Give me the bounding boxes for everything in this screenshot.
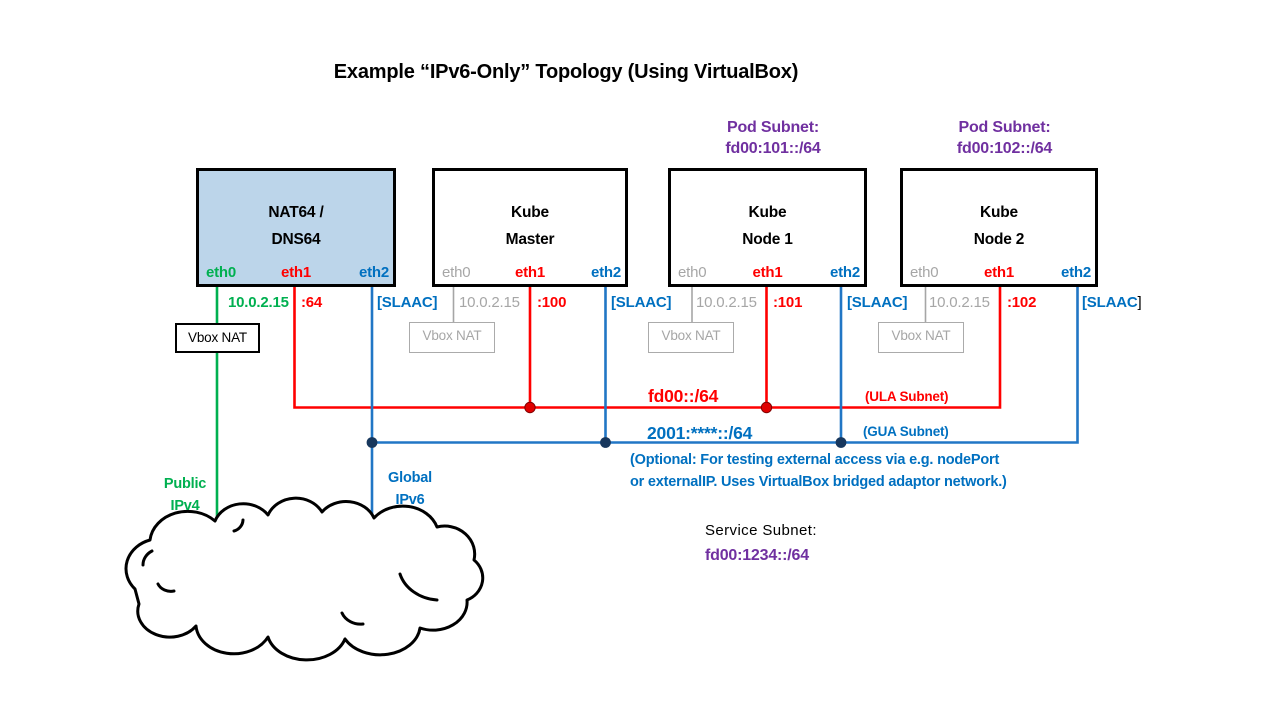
internet-cloud <box>124 496 485 662</box>
vbox-nat-box-node1: Vbox NAT <box>648 322 734 353</box>
cloud-hook-top <box>232 518 245 533</box>
public-ipv4-label: Public IPv4 <box>163 476 207 514</box>
node1-eth0-ip: 10.0.2.15 <box>696 294 757 311</box>
ula-subnet-line <box>293 287 1002 409</box>
node-box-kube-node-1: Kube Node 1 eth0 eth1 eth2 <box>668 168 867 287</box>
pod-subnet-cidr: fd00:101::/64 <box>725 140 821 157</box>
gua-junction-dot-nat64 <box>366 437 378 448</box>
gua-junction-dot-master <box>600 437 611 448</box>
node2-eth2-slaac: [SLAAC] <box>1082 294 1142 311</box>
node2-eth0-ip: 10.0.2.15 <box>929 294 990 311</box>
eth0-label: eth0 <box>678 264 707 281</box>
eth0-label: eth0 <box>910 264 939 281</box>
node-title: Kube Master <box>505 204 555 248</box>
eth2-label: eth2 <box>590 264 621 281</box>
master-eth1-addr: :100 <box>537 294 567 311</box>
node-box-kube-node-2: Kube Node 2 eth0 eth1 eth2 <box>900 168 1098 287</box>
gua-optional-note-line2: or externalIP. Uses VirtualBox bridged a… <box>630 474 1007 490</box>
eth1-label: eth1 <box>280 264 312 281</box>
master-eth2-slaac: [SLAAC] <box>611 294 672 311</box>
pod-subnet-label-node1: Pod Subnet: fd00:101::/64 <box>668 117 878 159</box>
gua-optional-note-line1: (Optional: For testing external access v… <box>630 452 1000 468</box>
ula-junction-dot-node1 <box>760 401 773 414</box>
vbox-nat-box-node2: Vbox NAT <box>878 322 964 353</box>
global-ipv6-label: Global IPv6 <box>388 470 432 508</box>
service-subnet-title: Service Subnet: <box>705 522 817 539</box>
eth2-label: eth2 <box>829 264 860 281</box>
ula-subnet-note: (ULA Subnet) <box>865 389 949 404</box>
eth2-label: eth2 <box>358 264 389 281</box>
eth1-label: eth1 <box>514 264 546 281</box>
gua-junction-dot-node1 <box>835 437 847 448</box>
nat64-eth1-addr: :64 <box>301 294 323 311</box>
nat64-eth2-slaac: [SLAAC] <box>377 294 438 311</box>
eth2-label: eth2 <box>1060 264 1091 281</box>
node1-eth1-addr: :101 <box>773 294 803 311</box>
node-box-nat64-dns64: NAT64 / DNS64 eth0 eth1 eth2 <box>196 168 396 287</box>
pod-subnet-title: Pod Subnet: <box>958 119 1051 136</box>
node1-eth2-slaac: [SLAAC] <box>847 294 908 311</box>
service-subnet-cidr: fd00:1234::/64 <box>705 547 809 564</box>
gua-subnet-cidr: 2001:****::/64 <box>647 423 753 443</box>
eth1-label: eth1 <box>752 264 783 281</box>
nat64-eth0-ip: 10.0.2.15 <box>228 294 289 311</box>
cloud-hook-right <box>398 572 439 602</box>
pod-subnet-cidr: fd00:102::/64 <box>956 140 1053 157</box>
cloud-hook-bottom <box>340 611 365 626</box>
vbox-nat-box-master: Vbox NAT <box>409 322 495 353</box>
node2-eth1-addr: :102 <box>1007 294 1037 311</box>
node-title: Kube Node 1 <box>742 204 793 248</box>
gua-subnet-line <box>370 287 1079 444</box>
vbox-nat-box-nat64: Vbox NAT <box>175 323 260 353</box>
gua-subnet-note: (GUA Subnet) <box>863 424 949 439</box>
eth1-label: eth1 <box>983 264 1015 281</box>
pod-subnet-title: Pod Subnet: <box>726 119 819 136</box>
cloud-hook-left <box>141 549 154 567</box>
ula-junction-dot-master <box>524 401 536 414</box>
pod-subnet-label-node2: Pod Subnet: fd00:102::/64 <box>902 117 1107 159</box>
eth0-label: eth0 <box>206 264 237 281</box>
node-box-kube-master: Kube Master eth0 eth1 eth2 <box>432 168 628 287</box>
master-eth0-ip: 10.0.2.15 <box>459 294 520 311</box>
ula-subnet-cidr: fd00::/64 <box>648 386 719 406</box>
node-title: Kube Node 2 <box>973 204 1025 248</box>
node-title: NAT64 / DNS64 <box>268 204 324 248</box>
cloud-hook-bottom-left <box>156 582 176 593</box>
page-title: Example “IPv6-Only” Topology (Using Virt… <box>333 61 799 83</box>
eth0-label: eth0 <box>442 264 471 281</box>
